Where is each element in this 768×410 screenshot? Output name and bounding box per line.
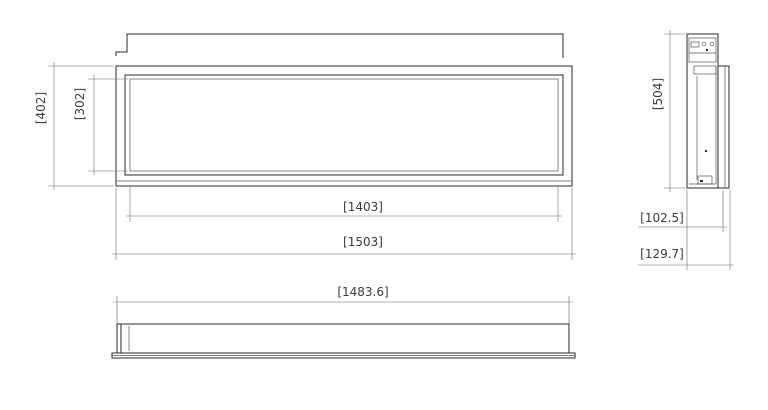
front-rear-housing [115, 33, 564, 58]
front-view [115, 33, 573, 187]
side-glass [717, 65, 730, 189]
dim-width-outer: [1503] [112, 188, 576, 260]
label-width-inner: [1403] [343, 200, 383, 214]
label-side-height: [504] [651, 78, 665, 110]
side-view [686, 33, 730, 189]
front-inner-frame [124, 74, 564, 176]
label-width-outer: [1503] [343, 235, 383, 249]
label-height-inner: [302] [73, 88, 87, 120]
dim-height-inner: [302] [73, 75, 128, 175]
label-depth-2: [129.7] [640, 247, 684, 261]
top-body [116, 323, 570, 354]
front-glass-panel [129, 78, 559, 172]
label-width-top: [1483.6] [337, 285, 388, 299]
label-depth-1: [102.5] [640, 211, 684, 225]
label-height-outer: [402] [34, 92, 48, 124]
side-body [686, 33, 719, 189]
dim-depth-1: [102.5] [638, 190, 727, 232]
top-view: [1483.6] [111, 285, 576, 359]
dim-side-height: [504] [651, 30, 685, 192]
dim-height-outer: [402] [34, 62, 114, 190]
dim-depth-2: [129.7] [638, 190, 734, 270]
dim-width-inner: [1403] [126, 186, 562, 222]
front-outer-frame [115, 65, 573, 187]
